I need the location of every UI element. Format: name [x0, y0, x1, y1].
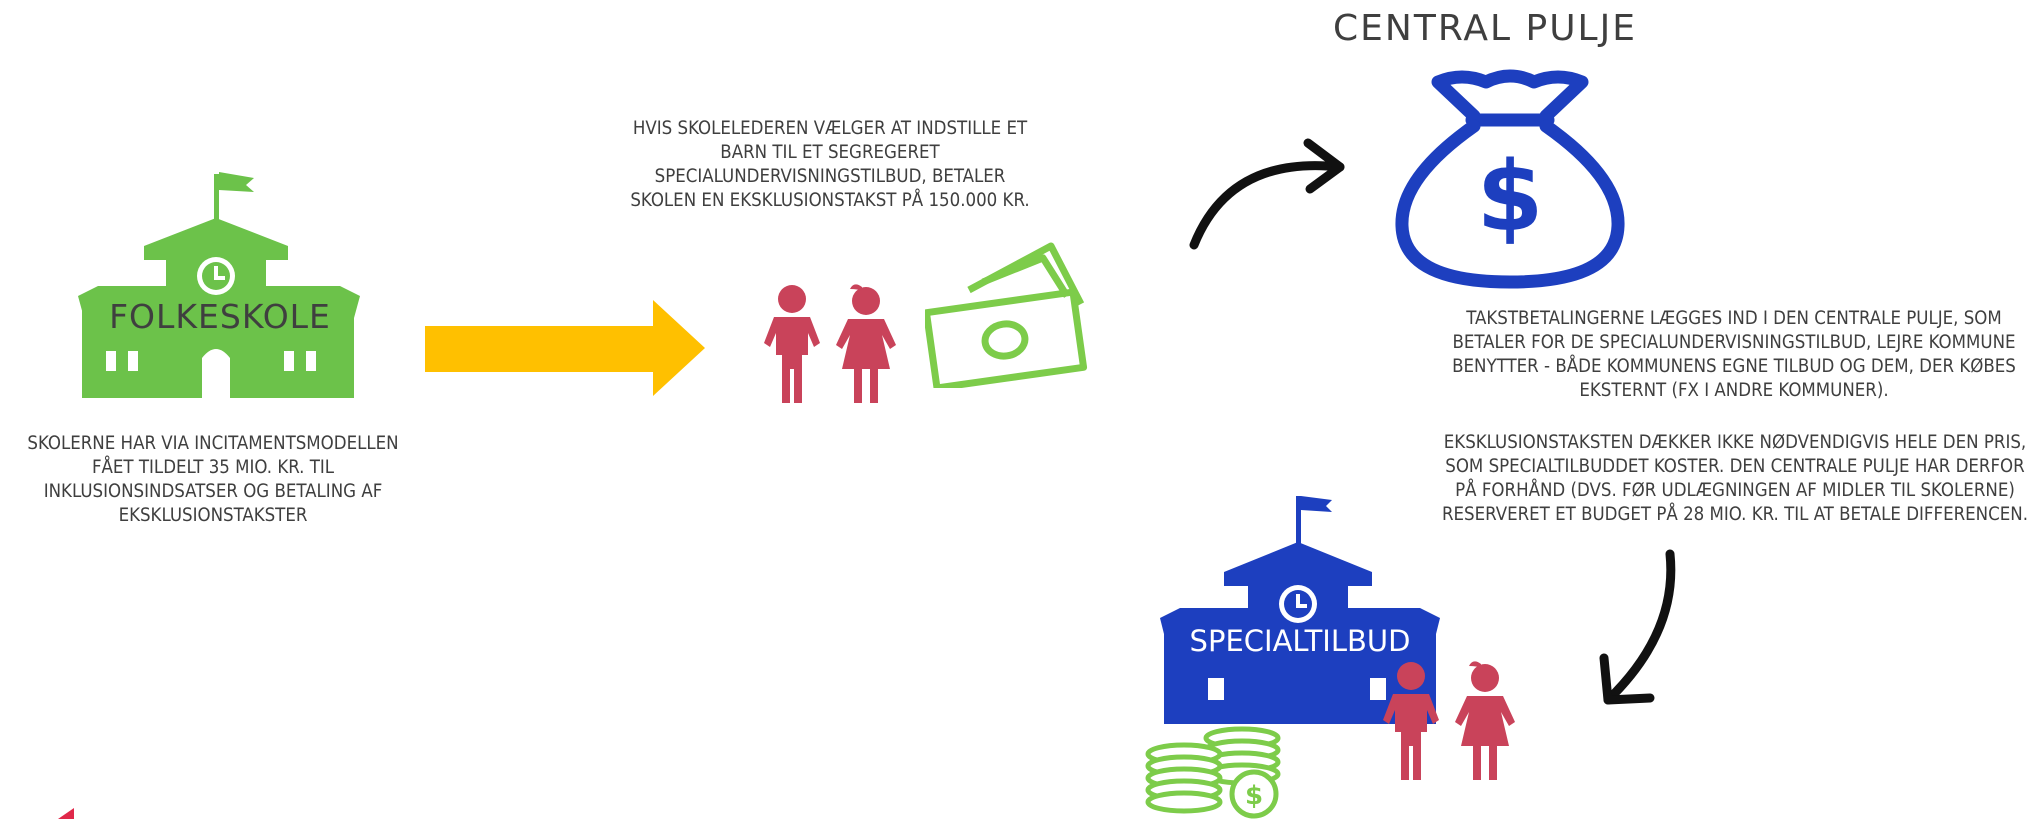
folkeskole-school-icon: [78, 172, 360, 398]
banknotes-icon: [925, 242, 1088, 388]
central-pulje-caption-2: EKSKLUSIONSTAKSTEN DÆKKER IKKE NØDVENDIG…: [1441, 432, 2028, 525]
money-bag-icon: $: [1395, 69, 1625, 289]
central-pulje-caption-1: TAKSTBETALINGERNE LÆGGES IND I DEN CENTR…: [1452, 308, 2016, 401]
curved-arrow-icon: [1189, 138, 1345, 250]
specialtilbud-label: SPECIALTILBUD: [1189, 624, 1411, 658]
svg-text:$: $: [1245, 781, 1263, 811]
down-curved-arrow-icon: [1599, 549, 1676, 705]
central-pulje-title: CENTRAL PULJE: [1333, 8, 1637, 49]
coin-stack-icon: $: [1145, 726, 1281, 819]
flow-arrow-icon: [425, 300, 705, 396]
corner-accent-icon: [58, 808, 74, 819]
folkeskole-caption: SKOLERNE HAR VIA INCITAMENTSMODELLEN FÅE…: [27, 433, 399, 526]
folkeskole-label: FOLKESKOLE: [109, 297, 331, 336]
children-icon: [764, 284, 896, 403]
specialtilbud-children-icon: [1383, 661, 1515, 780]
exclusion-caption: HVIS SKOLELEDEREN VÆLGER AT INDSTILLE ET…: [630, 118, 1030, 211]
svg-text:$: $: [1477, 141, 1544, 253]
